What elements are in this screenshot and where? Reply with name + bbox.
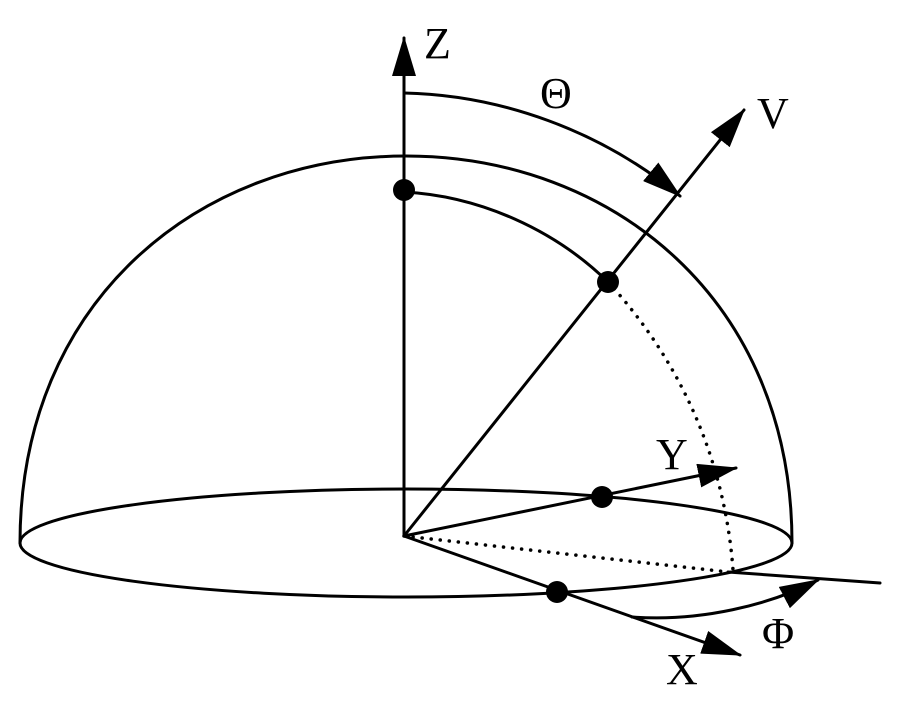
meridian-arc-z-to-v (402, 190, 610, 284)
theta-angle-arc (402, 91, 682, 198)
point-z (393, 179, 415, 201)
hemisphere-outline (18, 154, 794, 545)
y-axis-arrow (402, 463, 738, 538)
point-y (591, 486, 613, 508)
projection-ray (726, 570, 882, 585)
y-axis-label: Y (656, 430, 688, 479)
point-v (597, 271, 619, 293)
phi-angle-arc (630, 578, 820, 620)
z-axis-label: Z (424, 19, 451, 68)
phi-label: Φ (762, 609, 795, 658)
x-axis-arrow (402, 534, 742, 657)
equator-ellipse (18, 487, 794, 599)
points (393, 179, 619, 603)
projection-line-dotted (402, 534, 730, 574)
x-axis-label: X (666, 645, 698, 694)
theta-label: Θ (540, 69, 572, 118)
v-vector-label: V (757, 89, 789, 138)
point-x (546, 581, 568, 603)
meridian-arc-dotted (606, 280, 735, 572)
view-vector-arrow (402, 108, 746, 538)
